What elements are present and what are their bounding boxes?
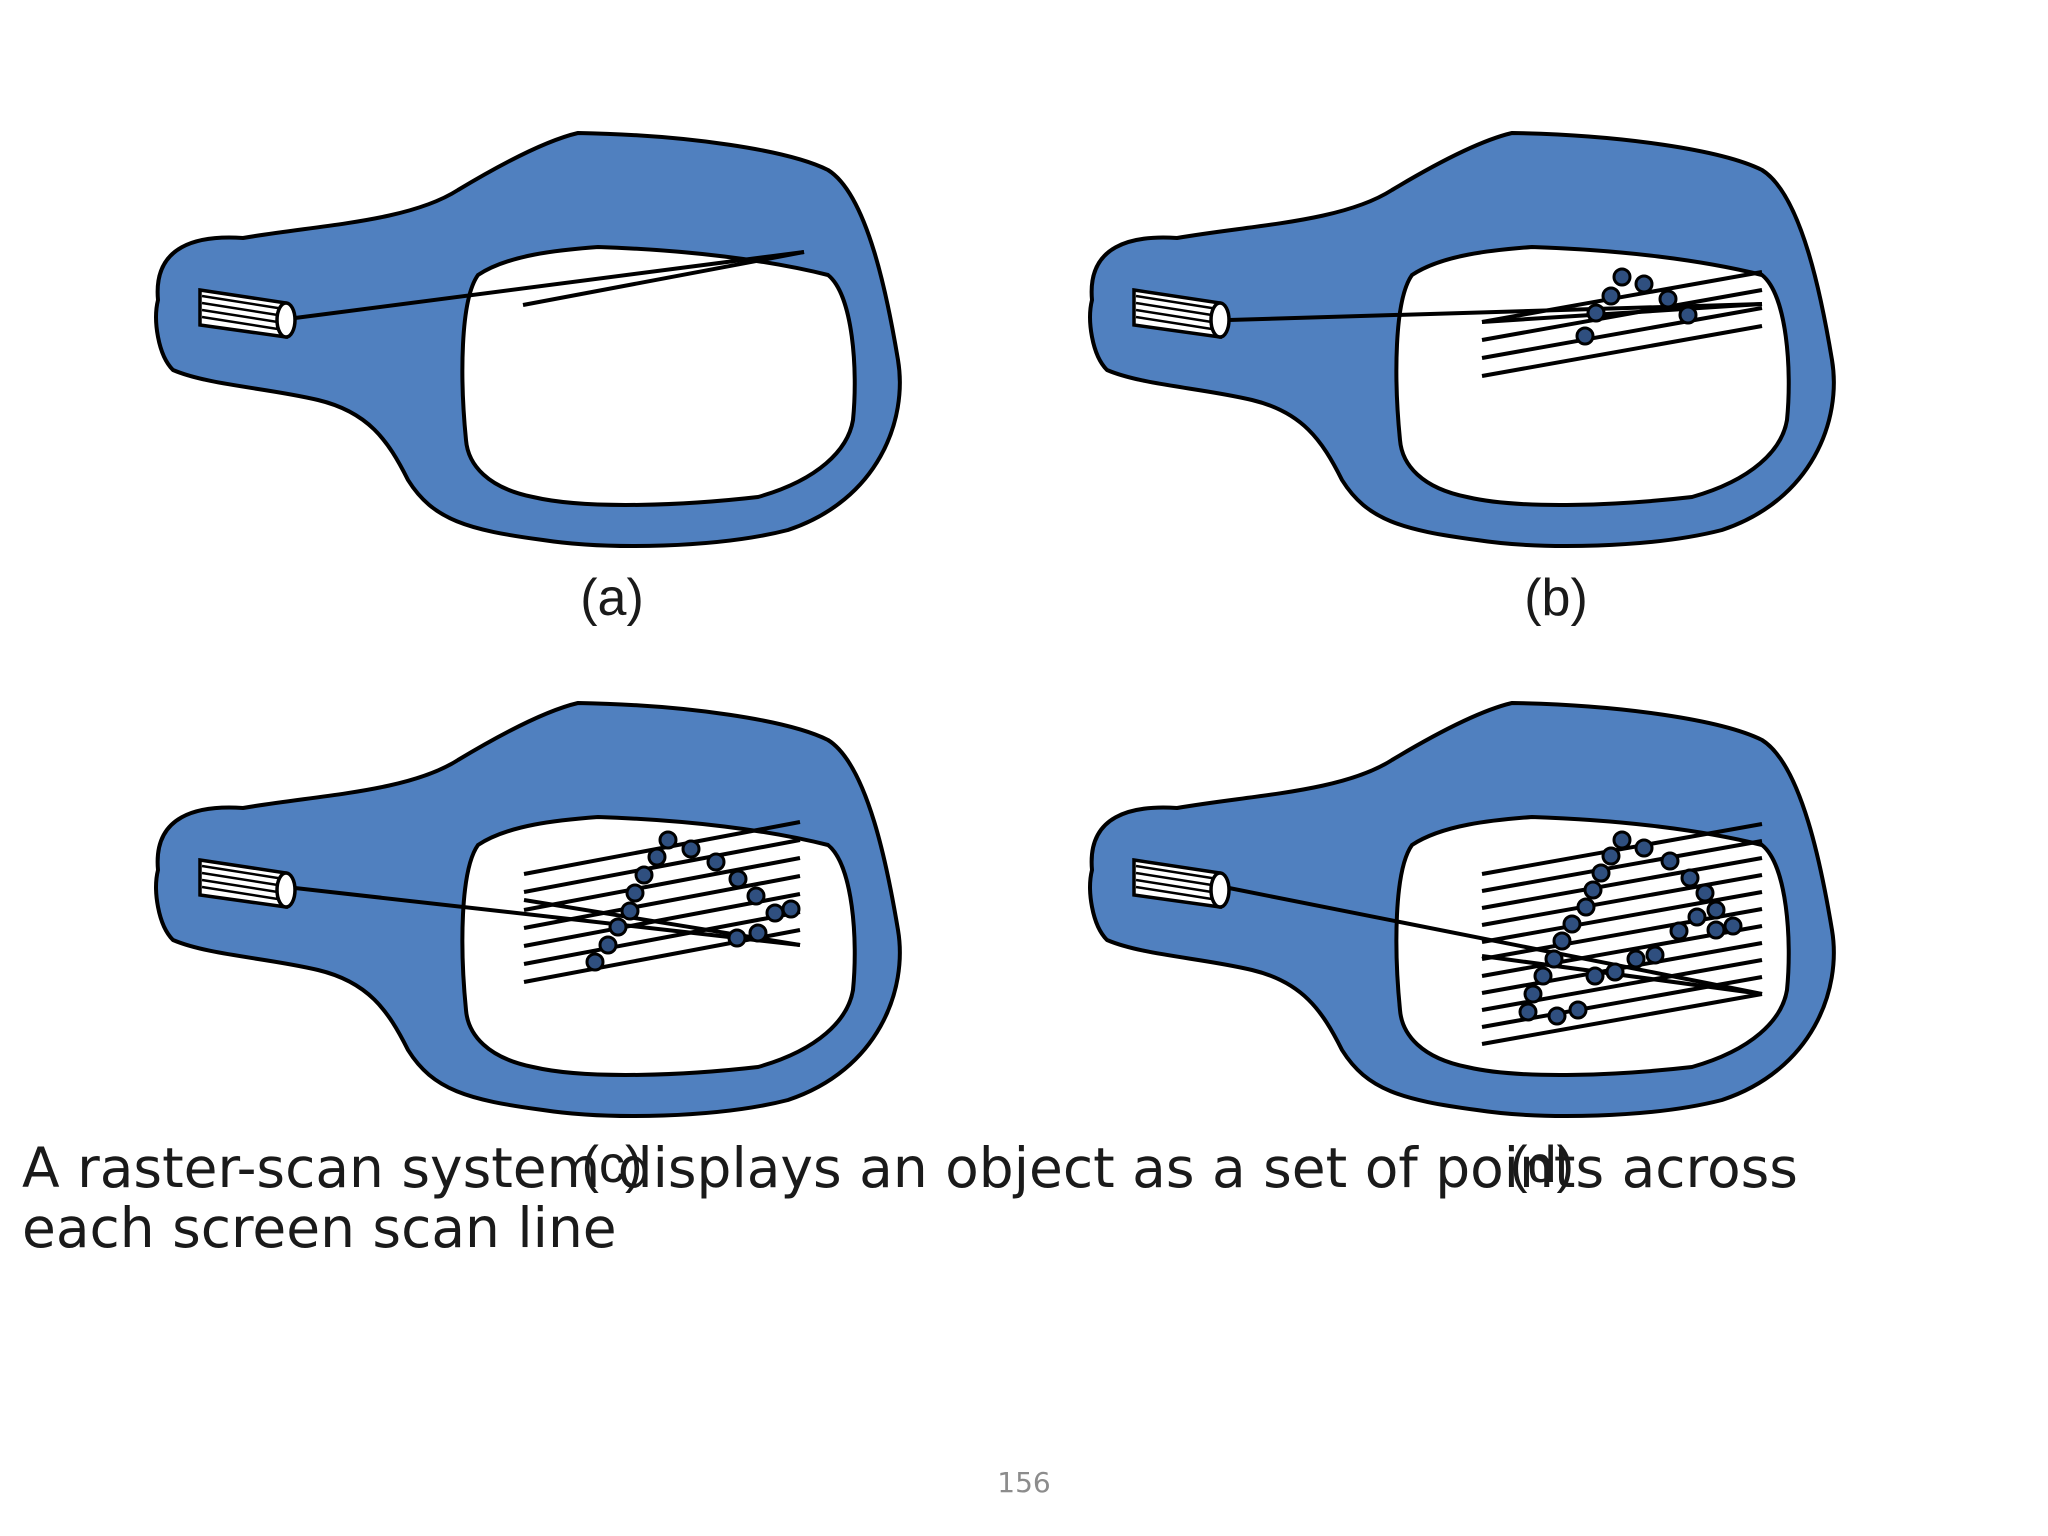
caption: A raster-scan system displays an object … (22, 1138, 1922, 1258)
panel-a: (a) (154, 131, 902, 627)
crt-tube-b (1088, 131, 1836, 548)
points-d (1518, 830, 1743, 1026)
panel-b: (b) (1088, 131, 1836, 627)
panel-label-c: (c) (582, 1136, 643, 1194)
crt-tube-a (154, 131, 902, 548)
panel-d: (d) (1088, 701, 1836, 1194)
points-b (1575, 267, 1698, 346)
scan-lines-b (1481, 270, 1763, 378)
page-number: 156 (997, 1466, 1051, 1499)
points-c (585, 830, 801, 972)
beam-a (294, 250, 805, 320)
caption-line-1: A raster-scan system displays an object … (22, 1136, 1798, 1200)
panel-label-a: (a) (580, 569, 644, 627)
panel-label-d: (d) (1510, 1136, 1574, 1194)
caption-line-2: each screen scan line (22, 1196, 617, 1260)
panel-label-b: (b) (1524, 569, 1588, 627)
panel-c: (c) (154, 701, 902, 1194)
